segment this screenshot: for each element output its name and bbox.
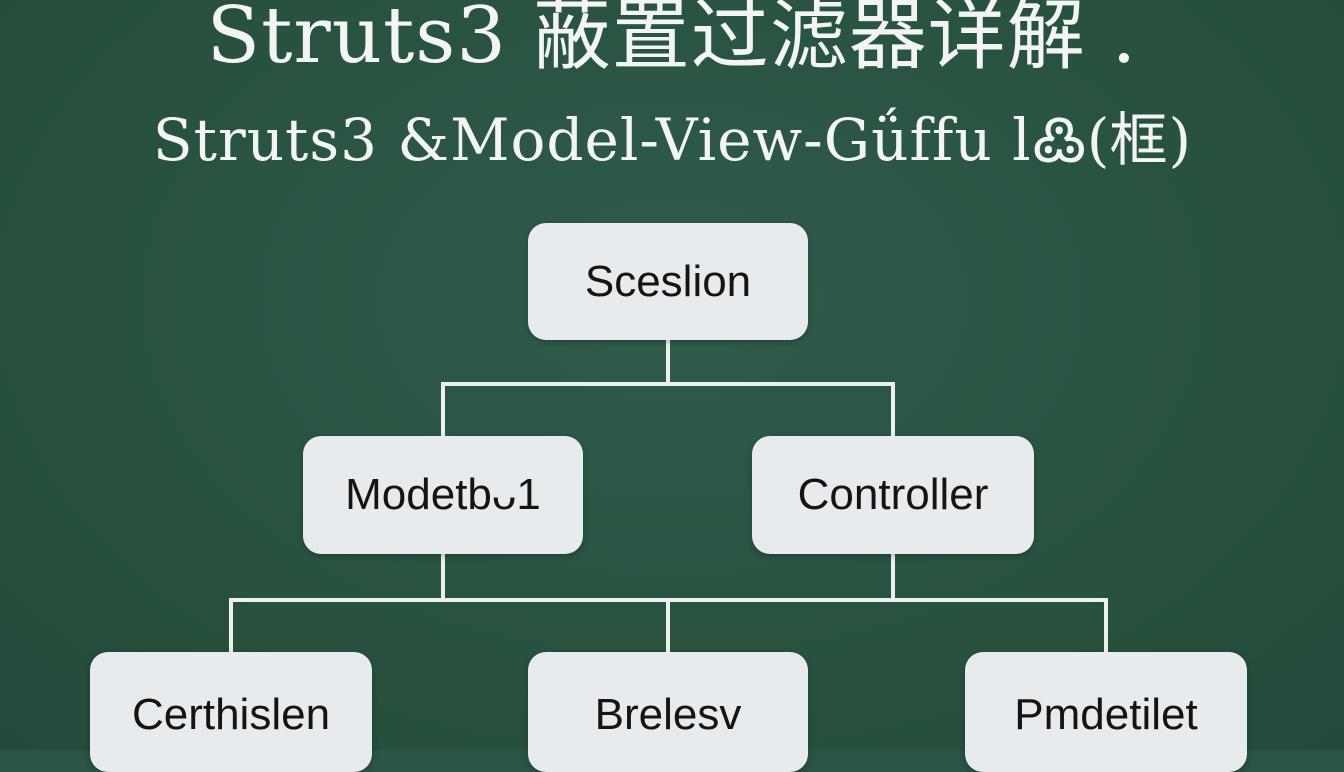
page-subtitle: Struts3 &Model-View-Gǘffu l߷(框) [152,106,1192,174]
node-bottom-left-label: Certhislen [131,690,331,739]
node-model: Modetbᴗ1 [303,436,583,554]
node-bottom-right: Pmdetilet [965,652,1247,772]
connector-lines [229,338,1108,654]
node-bottom-left: Certhislen [90,652,372,772]
node-bottom-center-label: Brelesv [594,690,742,739]
node-root: Sceslion [528,223,808,340]
node-model-label: Modetbᴗ1 [345,470,541,519]
node-bottom-center: Brelesv [528,652,808,772]
chalkboard-background [0,0,1344,750]
page-title: Struts3 蔽置过滤器详解 . [206,0,1138,81]
node-root-label: Sceslion [584,256,752,306]
node-controller: Controller [752,436,1034,554]
node-controller-label: Controller [797,470,989,519]
node-bottom-right-label: Pmdetilet [1014,690,1198,739]
